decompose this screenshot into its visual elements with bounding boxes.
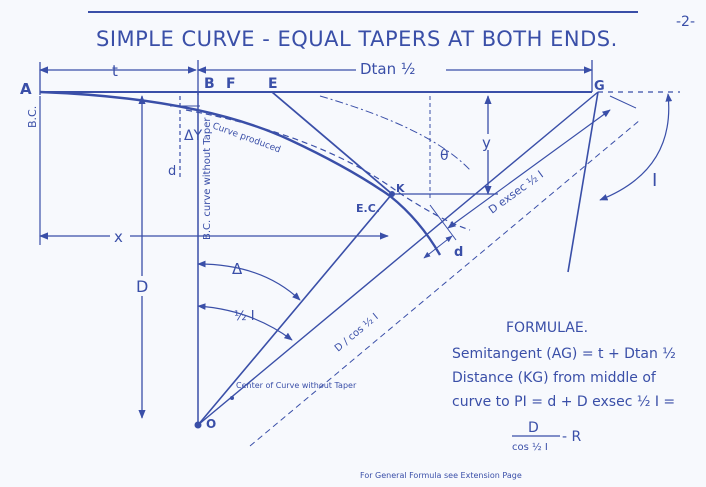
- half-i-label: ½ I: [234, 309, 255, 324]
- radius-o-k: [197, 193, 393, 426]
- angle-i-arc: [599, 93, 673, 201]
- small-d-label: d: [168, 164, 176, 179]
- point-k-label: K: [396, 182, 405, 195]
- point-f-label: F: [226, 76, 236, 92]
- page-number: -2-: [676, 14, 695, 30]
- delta-y-label: ΔY: [184, 128, 203, 144]
- second-tangent: [567, 91, 599, 273]
- x-label-bg: [110, 228, 130, 244]
- d-over-cos-dimension: [249, 119, 641, 447]
- curve-produced-label: Curve produced: [211, 121, 282, 155]
- formula-frac-den: cos ½ I: [512, 441, 548, 453]
- point-e-label: E: [268, 76, 278, 92]
- reference-arc: [319, 95, 471, 171]
- bc-label: B.C.: [26, 106, 39, 128]
- half-i-arc: [197, 303, 293, 341]
- d-label: D: [136, 277, 148, 296]
- title: SIMPLE CURVE - EQUAL TAPERS AT BOTH ENDS…: [96, 27, 618, 51]
- d-label-bg: [132, 276, 152, 296]
- footnote: For General Formula see Extension Page: [360, 471, 522, 480]
- point-g-label: G: [594, 79, 605, 94]
- t-label: t: [112, 62, 118, 80]
- d-over-cos-label: D / cos ½ I: [332, 311, 381, 354]
- d-exsec-label: D exsec ½ I: [486, 168, 546, 216]
- d-exsec-extension: [429, 204, 457, 241]
- d-exsec-dimension: [447, 109, 611, 229]
- point-a-label: A: [20, 80, 32, 98]
- center-without-taper-marker: [230, 396, 234, 400]
- angle-i-label: I: [652, 170, 657, 191]
- tapered-curve: [39, 90, 442, 256]
- dtan-label-bg: [356, 60, 446, 78]
- formula-line-1: Semitangent (AG) = t + Dtan ½: [452, 346, 676, 362]
- center-of-curve-label: Center of Curve without Taper: [236, 381, 357, 390]
- d-small-dimension: [423, 235, 453, 259]
- center-o-marker: [194, 421, 202, 429]
- formulae-heading: FORMULAE.: [506, 320, 588, 336]
- point-b-label: B: [204, 76, 215, 92]
- d-small-label: d: [454, 245, 463, 260]
- g-tick: [609, 95, 637, 109]
- theta-label: θ: [440, 148, 449, 164]
- ec-label: E.C.: [356, 202, 380, 215]
- bc-without-taper-label: B.C. curve without Taper: [202, 117, 213, 240]
- y-label: y: [482, 134, 491, 152]
- x-label: x: [114, 228, 123, 246]
- delta-label: Δ: [232, 260, 243, 278]
- formula-frac-num: D: [528, 420, 539, 436]
- dtan-label: Dtan ½: [360, 60, 415, 78]
- point-o-label: O: [206, 417, 216, 431]
- formula-line-2: Distance (KG) from middle of: [452, 370, 657, 386]
- delta-arc: [197, 260, 301, 301]
- line-e-k: [271, 91, 393, 195]
- formula-frac-tail: - R: [562, 429, 582, 445]
- formula-line-3: curve to PI = d + D exsec ½ I =: [452, 394, 675, 410]
- curve-produced: [185, 109, 471, 231]
